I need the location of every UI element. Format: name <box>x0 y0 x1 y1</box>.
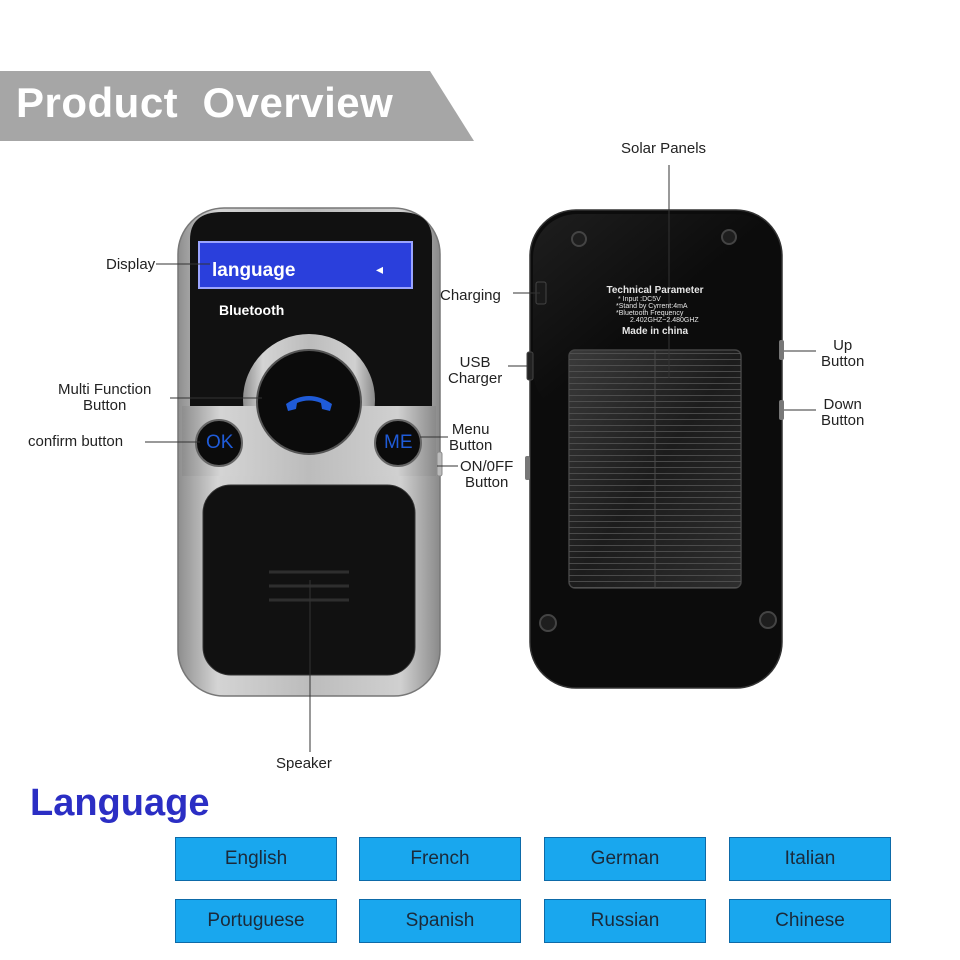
on-off-callout: ON/0FF Button <box>460 458 514 491</box>
language-portuguese: Portuguese <box>175 899 337 943</box>
language-french: French <box>359 837 521 881</box>
header-banner <box>0 71 474 141</box>
language-russian: Russian <box>544 899 706 943</box>
spec-block: Technical Parameter * Input :DC5V *Stand… <box>590 285 720 337</box>
confirm-callout: confirm button <box>28 433 124 450</box>
down-button-callout: Down Button <box>821 396 865 429</box>
usb-charger-callout: USB Charger <box>448 354 503 387</box>
speaker-callout: Speaker <box>276 755 332 772</box>
ok-button <box>195 419 243 467</box>
speaker-area <box>202 484 416 676</box>
spec-title: Technical Parameter <box>606 285 704 296</box>
language-spanish: Spanish <box>359 899 521 943</box>
language-german: German <box>544 837 706 881</box>
menu-button <box>374 419 422 467</box>
language-italian: Italian <box>729 837 891 881</box>
made-in-label: Made in china <box>621 326 689 337</box>
front-device <box>177 207 443 697</box>
page-title: Product Overview <box>16 79 394 126</box>
menu-button-callout: Menu Button <box>449 421 493 454</box>
device-screen <box>198 241 413 289</box>
phone-icon <box>286 396 332 411</box>
speaker-icon: ◂ <box>376 261 384 277</box>
ok-button-label: OK <box>206 432 234 453</box>
display-callout: Display <box>106 256 156 273</box>
menu-button-label: ME <box>384 432 413 453</box>
multi-function-button <box>256 349 362 455</box>
screen-text: language <box>212 260 296 281</box>
brand-label: Bluetooth <box>219 302 285 318</box>
back-device <box>525 209 784 689</box>
solar-panels-callout: Solar Panels <box>621 140 707 157</box>
multi-function-callout: Multi Function Button <box>58 381 152 414</box>
language-english: English <box>175 837 337 881</box>
spec-line: * Input :DC5V <box>618 296 661 303</box>
callout-lines <box>145 165 816 752</box>
language-chinese: Chinese <box>729 899 891 943</box>
spec-line: 2.402GHZ~2.480GHZ <box>630 317 699 324</box>
spec-line: *Bluetooth Frequency <box>616 310 684 317</box>
charging-callout: Charging <box>440 287 501 304</box>
spec-line: *Stand by Cyrrent:4mA <box>616 303 688 310</box>
language-title: Language <box>30 782 210 824</box>
up-button-callout: Up Button <box>821 337 865 370</box>
